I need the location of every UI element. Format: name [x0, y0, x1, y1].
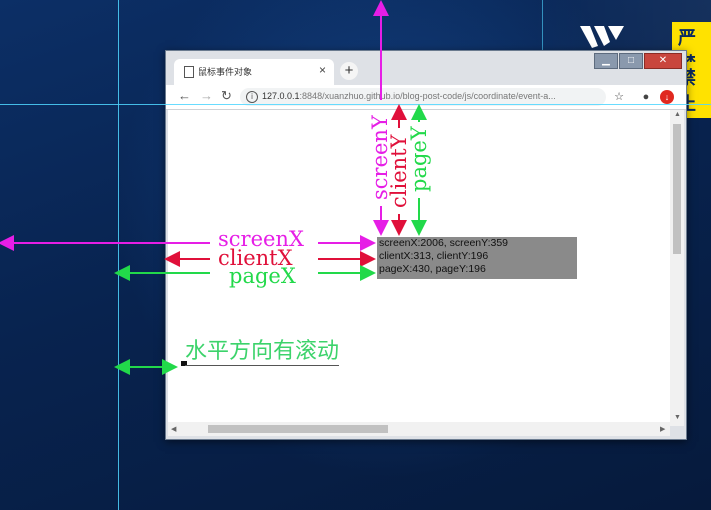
scroll-right-arrow-icon[interactable]: ▶	[660, 426, 666, 433]
account-icon[interactable]: ●	[642, 91, 650, 103]
close-button[interactable]: ✕	[644, 53, 682, 69]
tab-close-icon[interactable]: ×	[318, 63, 326, 77]
pageY-label: pageY	[407, 126, 431, 192]
scroll-down-arrow-icon[interactable]: ▼	[674, 414, 681, 421]
guide-line-vertical-left	[118, 0, 119, 510]
guide-line-horizontal	[0, 104, 711, 105]
cursor-marker	[181, 361, 187, 366]
page-icon	[184, 66, 194, 78]
url-rest: :8848/xuanzhuo.github.io/blog-post-code/…	[299, 91, 556, 101]
star-icon[interactable]: ☆	[614, 91, 624, 103]
address-bar[interactable]: i 127.0.0.1:8848/xuanzhuo.github.io/blog…	[240, 88, 606, 106]
new-tab-button[interactable]: +	[340, 62, 358, 80]
clientX-label: clientX	[218, 246, 293, 270]
tab-bar: 鼠标事件对象 × + ▁ □ ✕	[166, 51, 686, 85]
extension-icon[interactable]: ↓	[660, 90, 674, 104]
screen-coords-text: screenX:2006, screenY:359	[379, 237, 509, 249]
url-host: 127.0.0.1	[262, 91, 300, 101]
maximize-button[interactable]: □	[619, 53, 643, 69]
window-controls: ▁ □ ✕	[593, 53, 682, 69]
forward-arrow-icon[interactable]: →	[200, 88, 213, 103]
horizontal-scroll-thumb[interactable]	[208, 425, 388, 433]
back-arrow-icon[interactable]: ←	[178, 88, 191, 103]
vertical-scroll-thumb[interactable]	[673, 124, 681, 254]
scroll-up-arrow-icon[interactable]: ▲	[674, 111, 681, 118]
guide-line-vertical-right	[542, 0, 543, 60]
page-coords-text: pageX:430, pageY:196	[379, 263, 486, 275]
client-coords-text: clientX:313, clientY:196	[379, 250, 489, 262]
brand-logo	[580, 26, 624, 48]
screenX-label: screenX	[218, 227, 304, 251]
tab-title: 鼠标事件对象	[198, 67, 253, 77]
pageX-label: pageX	[229, 264, 296, 288]
scroll-notice-text: 水平方向有滚动	[185, 339, 340, 366]
browser-tab[interactable]: 鼠标事件对象 ×	[174, 59, 334, 85]
vertical-scrollbar[interactable]: ▲ ▼	[670, 110, 684, 426]
minimize-button[interactable]: ▁	[594, 53, 618, 69]
info-icon[interactable]: i	[246, 91, 258, 103]
horizontal-scrollbar[interactable]: ◀ ▶	[168, 422, 670, 436]
scroll-left-arrow-icon[interactable]: ◀	[171, 426, 177, 433]
browser-toolbar: ← → ↻ i 127.0.0.1:8848/xuanzhuo.github.i…	[166, 85, 686, 110]
reload-icon[interactable]: ↻	[221, 88, 232, 103]
coordinate-info-box: screenX:2006, screenY:359 clientX:313, c…	[377, 237, 577, 279]
url-text: 127.0.0.1:8848/xuanzhuo.github.io/blog-p…	[262, 91, 556, 101]
